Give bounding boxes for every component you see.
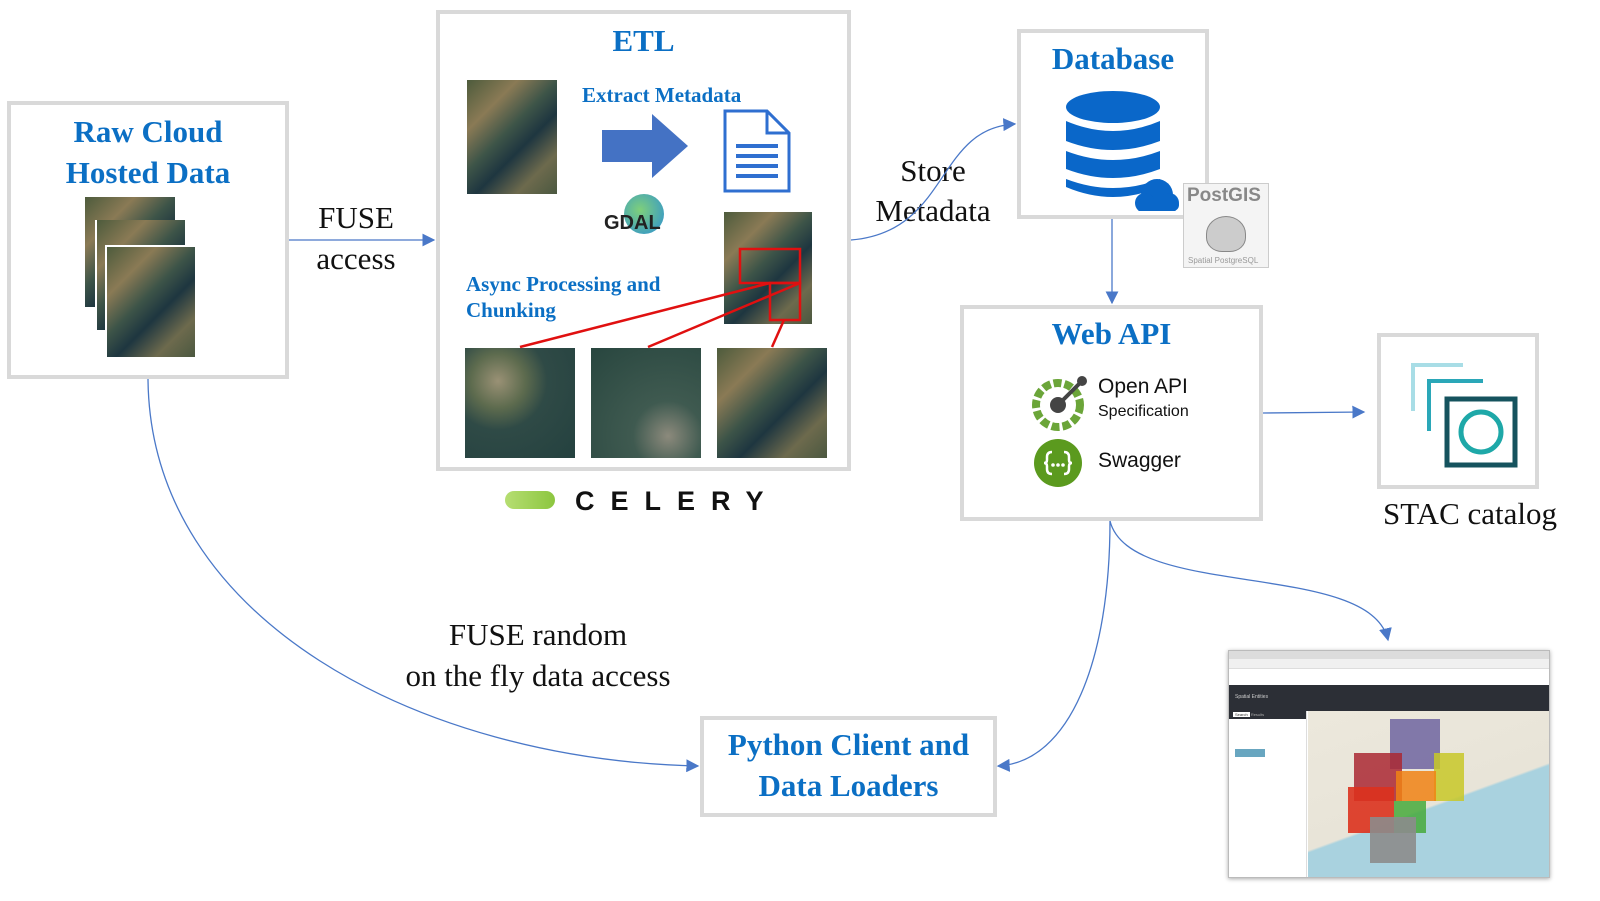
- etl-node: ETL Extract Metadata GDAL Async Processi…: [436, 10, 851, 471]
- elephant-icon: [1206, 216, 1246, 252]
- globe-icon: [624, 194, 664, 234]
- chunk-image: [591, 348, 701, 458]
- store-label-2: Metadata: [875, 193, 991, 228]
- openapi-label: Open API: [1098, 375, 1188, 398]
- database-title: Database: [1051, 41, 1175, 76]
- async-label-1: Async Processing and: [466, 272, 661, 296]
- app-header: Spatial Entities: [1229, 685, 1549, 711]
- fuse-label-1: FUSE: [318, 200, 394, 235]
- swagger-icon: [1034, 439, 1082, 487]
- chunk-image: [717, 348, 827, 458]
- openapi-icon: [1032, 376, 1087, 431]
- python-client-node: Python Client and Data Loaders: [700, 716, 997, 817]
- edge-webapi-python: [996, 520, 1111, 772]
- satellite-image: [467, 80, 557, 194]
- raw-title-2: Hosted Data: [65, 155, 231, 190]
- raw-cloud-data-node: Raw Cloud Hosted Data: [7, 101, 289, 379]
- extract-metadata-label: Extract Metadata: [582, 83, 742, 107]
- map-view: [1308, 711, 1549, 877]
- web-ui-screenshot: Spatial Entities Search Results: [1228, 650, 1550, 878]
- postgis-subtext: Spatial PostgreSQL: [1188, 256, 1259, 265]
- document-icon: [723, 109, 791, 193]
- store-label-1: Store: [900, 153, 966, 188]
- satellite-image: [105, 245, 195, 357]
- tab-search[interactable]: Search: [1233, 712, 1250, 717]
- celery-logo: CELERY: [505, 486, 785, 516]
- arrow-right-icon: [602, 114, 688, 178]
- celery-text: CELERY: [575, 486, 780, 516]
- postgis-text: PostGIS: [1187, 185, 1261, 206]
- gdal-logo: GDAL: [602, 186, 666, 246]
- edge-webapi-ui: [1109, 520, 1392, 642]
- async-label-2: Chunking: [466, 298, 556, 322]
- stac-label: STAC catalog: [1382, 496, 1557, 531]
- fuse-label-2: access: [316, 241, 396, 276]
- postgis-logo: PostGIS Spatial PostgreSQL: [1183, 183, 1269, 268]
- browser-tabbar: [1229, 651, 1549, 659]
- tab-results[interactable]: Results: [1250, 712, 1265, 717]
- gdal-text: GDAL: [604, 212, 661, 234]
- browser-urlbar: [1229, 659, 1549, 669]
- stac-node: [1377, 333, 1539, 489]
- etl-title: ETL: [612, 23, 675, 58]
- random-label-2: on the fly data access: [405, 658, 671, 693]
- python-title-1: Python Client and: [727, 727, 970, 762]
- edge-webapi-stac: [1262, 405, 1366, 419]
- webapi-title: Web API: [1051, 316, 1172, 351]
- satellite-image: [724, 212, 812, 324]
- random-label-1: FUSE random: [448, 617, 628, 652]
- chunk-image: [465, 348, 575, 458]
- web-api-node: Web API Open API Specification Swagger: [960, 305, 1263, 521]
- raw-title-1: Raw Cloud: [73, 114, 223, 149]
- database-node: Database: [1017, 29, 1209, 219]
- celery-stalk-icon: [505, 491, 555, 509]
- openapi-sublabel: Specification: [1098, 403, 1189, 420]
- python-title-2: Data Loaders: [758, 768, 939, 803]
- database-cloud-icon: [1066, 91, 1179, 211]
- swagger-label: Swagger: [1098, 449, 1181, 472]
- stac-icon: [1411, 363, 1518, 468]
